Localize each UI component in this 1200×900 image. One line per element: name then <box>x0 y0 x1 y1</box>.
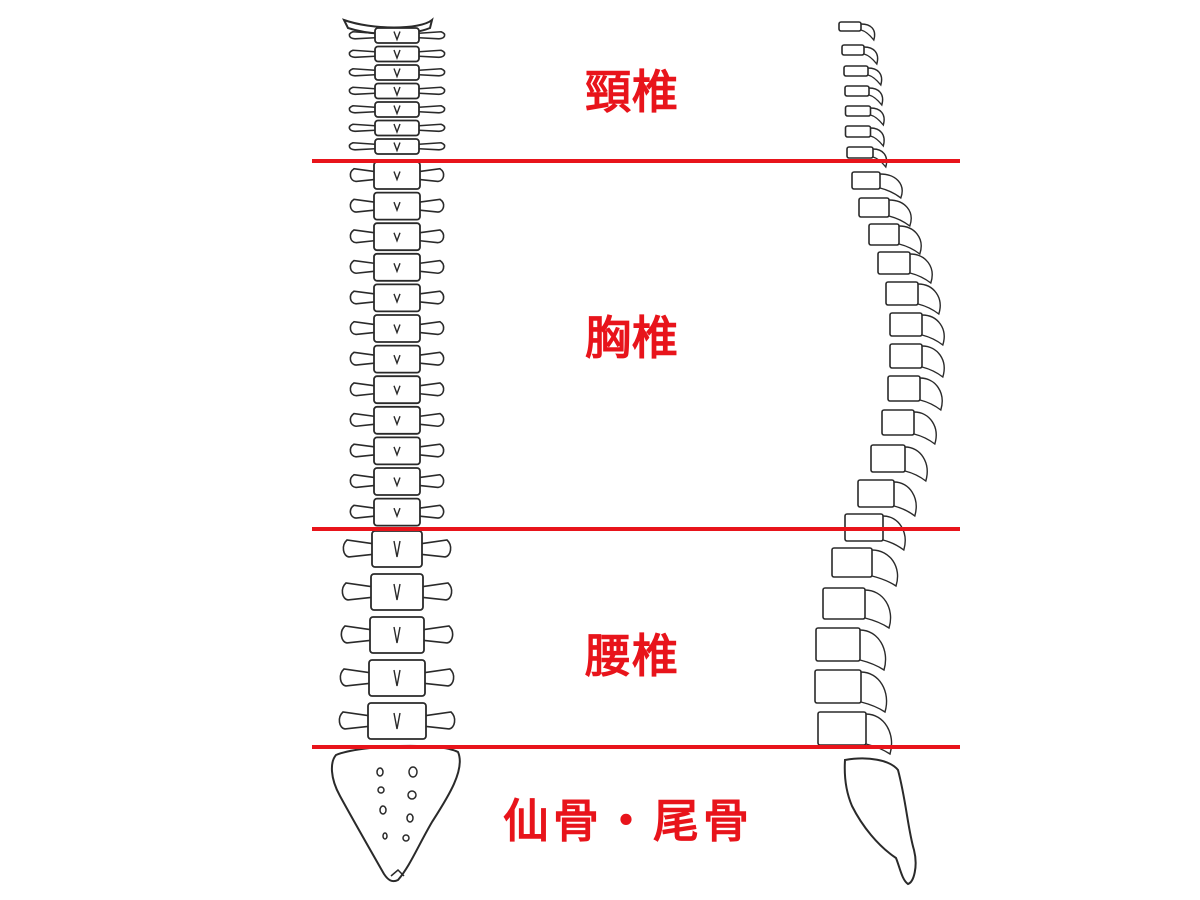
vertebra-side-thoracic <box>868 223 922 256</box>
label-thoracic-vertebrae: 胸椎 <box>585 311 679 365</box>
vertebra-front-thoracic <box>349 191 445 221</box>
vertebra-side-cervical <box>838 21 876 42</box>
vertebra-front-cervical <box>348 82 446 100</box>
vertebra-front-cervical <box>348 119 446 137</box>
vertebra-side-thoracic <box>889 343 945 379</box>
vertebra-front-thoracic <box>349 222 445 252</box>
vertebra-front-thoracic <box>349 161 445 190</box>
vertebra-front-thoracic <box>349 467 445 496</box>
vertebra-side-lumbar <box>815 627 887 672</box>
vertebra-side-thoracic <box>889 312 945 347</box>
vertebra-front-cervical <box>348 101 446 118</box>
side-sacrum-shape <box>843 757 917 886</box>
label-sacrum-coccyx: 仙骨・尾骨 <box>503 794 753 848</box>
vertebra-front-lumbar <box>339 659 455 697</box>
vertebra-front-thoracic <box>349 252 445 282</box>
vertebra-front-lumbar <box>340 616 454 654</box>
label-lumbar-vertebrae: 腰椎 <box>585 629 679 683</box>
vertebra-side-thoracic <box>887 375 943 412</box>
vertebra-side-cervical <box>843 65 883 87</box>
front-sacrum-shape <box>330 744 461 883</box>
vertebra-front-cervical <box>348 45 446 63</box>
front-view-spine <box>338 17 456 740</box>
vertebra-front-cervical <box>348 64 446 81</box>
label-cervical-vertebrae: 頸椎 <box>585 65 679 119</box>
vertebra-front-lumbar <box>338 702 456 740</box>
vertebra-side-thoracic <box>844 513 906 552</box>
vertebra-side-thoracic <box>885 281 941 316</box>
vertebra-front-thoracic <box>349 436 445 466</box>
vertebra-side-thoracic <box>857 479 917 518</box>
vertebra-side-lumbar <box>831 547 899 588</box>
vertebra-front-thoracic <box>349 375 445 405</box>
vertebra-side-cervical <box>844 105 885 127</box>
vertebra-side-cervical <box>841 44 879 66</box>
vertebra-side-cervical <box>844 85 884 107</box>
vertebra-front-thoracic <box>349 314 445 343</box>
vertebra-front-thoracic <box>349 405 445 435</box>
vertebra-front-lumbar <box>341 573 453 611</box>
vertebra-side-cervical <box>846 146 888 169</box>
vertebra-side-lumbar <box>814 669 888 714</box>
vertebra-side-thoracic <box>858 197 912 228</box>
vertebra-front-thoracic <box>349 497 445 527</box>
vertebra-front-thoracic <box>349 283 445 313</box>
region-dividers <box>312 159 960 749</box>
vertebra-front-thoracic <box>349 344 445 374</box>
vertebra-side-cervical <box>844 125 885 148</box>
vertebra-front-cervical <box>348 138 446 155</box>
vertebra-side-lumbar <box>822 587 892 630</box>
vertebra-side-thoracic <box>851 171 903 200</box>
vertebra-front-lumbar <box>342 530 452 568</box>
vertebra-side-thoracic <box>870 444 928 483</box>
vertebra-front-cervical <box>348 27 446 44</box>
side-view-spine <box>814 21 945 756</box>
vertebra-side-thoracic <box>877 251 933 285</box>
vertebra-side-thoracic <box>881 409 937 446</box>
